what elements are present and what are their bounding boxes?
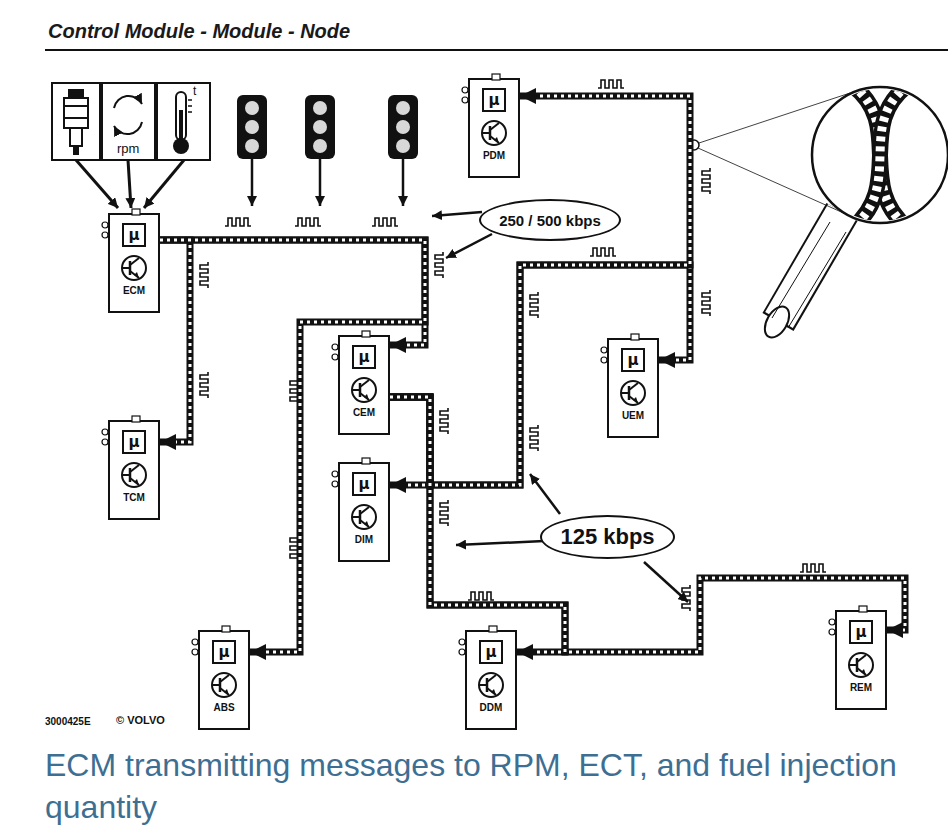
transistor-symbol — [119, 253, 149, 283]
module-name: UEM — [622, 410, 644, 421]
twisted-pair-wire — [390, 397, 430, 485]
twisted-pair-wire — [160, 240, 190, 442]
bus-connector — [390, 96, 690, 485]
wire-hatching — [160, 240, 425, 652]
control-module: μDIM — [338, 462, 390, 562]
micro-symbol: μ — [122, 223, 146, 247]
speed-text: 125 kbps — [560, 524, 654, 550]
figure-caption: ECM transmitting messages to RPM, ECT, a… — [45, 744, 915, 828]
control-module: μUEM — [607, 338, 659, 438]
transistor-symbol — [476, 670, 506, 700]
control-module: μPDM — [468, 78, 520, 178]
bus-connector — [390, 397, 430, 485]
transistor-symbol — [119, 460, 149, 490]
brand-mark: © VOLVO — [116, 714, 165, 726]
bus-connector — [390, 265, 690, 485]
control-module: μDDM — [465, 630, 517, 730]
micro-symbol: μ — [482, 88, 506, 112]
module-pins — [457, 624, 469, 664]
bus-connector — [160, 240, 425, 345]
transistor-symbol — [349, 502, 379, 532]
diagram-title: Control Module - Module - Node — [48, 20, 350, 43]
transistor-symbol — [618, 378, 648, 408]
micro-symbol: μ — [212, 640, 236, 664]
transistor-symbol — [349, 375, 379, 405]
twisted-pair-wire — [160, 240, 425, 345]
twisted-pair-wire — [390, 397, 565, 652]
module-name: REM — [850, 682, 872, 693]
module-pins — [330, 456, 342, 496]
bus-connector — [160, 240, 425, 652]
transistor-symbol — [209, 670, 239, 700]
speed-callout: 125 kbps — [540, 515, 675, 559]
micro-symbol: μ — [849, 620, 873, 644]
control-module: μCEM — [338, 335, 390, 435]
module-pins — [190, 624, 202, 664]
transistor-symbol — [846, 650, 876, 680]
module-pins — [460, 72, 472, 112]
control-module: μECM — [108, 213, 160, 313]
control-module: μREM — [835, 610, 887, 710]
twisted-pair-wire — [390, 265, 690, 485]
speed-callout: 250 / 500 kbps — [479, 199, 621, 241]
sensor-label: t — [193, 84, 196, 98]
module-name: PDM — [483, 150, 505, 161]
module-pins — [100, 207, 112, 247]
micro-symbol: μ — [122, 430, 146, 454]
module-pins — [100, 414, 112, 454]
wire-hatching — [160, 240, 190, 442]
figure-number: 3000425E — [45, 716, 91, 727]
micro-symbol: μ — [352, 345, 376, 369]
bus-connector — [390, 397, 565, 652]
module-name: TCM — [123, 492, 145, 503]
sensor-label: rpm — [117, 141, 139, 156]
module-name: ABS — [213, 702, 234, 713]
micro-symbol: μ — [621, 348, 645, 372]
module-name: CEM — [353, 407, 375, 418]
control-module: μABS — [198, 630, 250, 730]
twisted-pair-wire — [390, 96, 690, 485]
speed-text: 250 / 500 kbps — [499, 212, 601, 229]
module-pins — [599, 332, 611, 372]
wire-hatching — [390, 397, 565, 652]
twisted-pair-wire — [160, 240, 425, 652]
micro-symbol: μ — [352, 472, 376, 496]
wire-hatching — [160, 240, 425, 345]
module-name: DDM — [480, 702, 503, 713]
module-pins — [330, 329, 342, 369]
control-module: μTCM — [108, 420, 160, 520]
transistor-symbol — [479, 118, 509, 148]
wire-hatching — [390, 265, 690, 485]
module-pins — [827, 604, 839, 644]
wire-hatching — [390, 397, 430, 485]
wire-hatching — [390, 96, 690, 485]
module-name: ECM — [123, 285, 145, 296]
micro-symbol: μ — [479, 640, 503, 664]
module-name: DIM — [355, 534, 373, 545]
bus-connector — [160, 240, 190, 442]
